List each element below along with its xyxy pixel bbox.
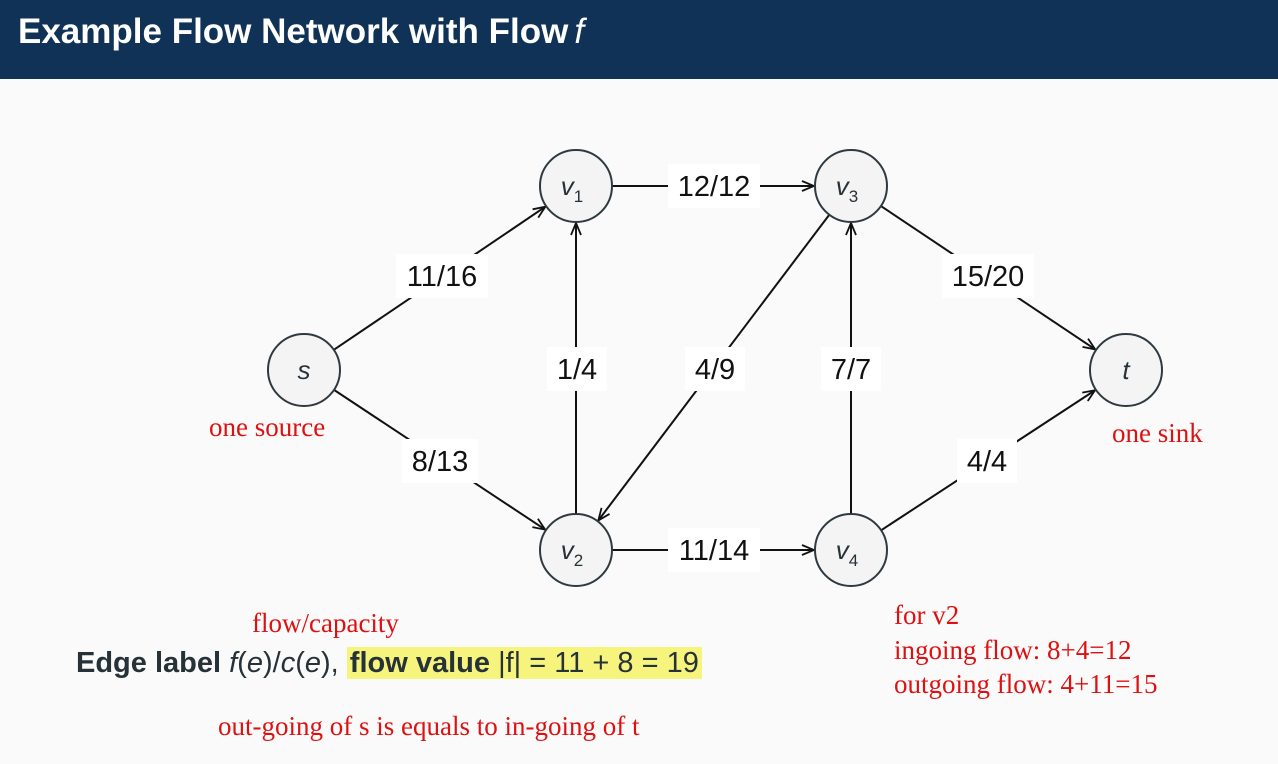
- edge-label-legend: Edge label f(e)/c(e), flow value |f| = 1…: [76, 647, 702, 680]
- edge-label-bg: [821, 347, 881, 391]
- edge-label-text: 11/14: [679, 535, 749, 567]
- edge-label-formula: f(e)/c(e),: [229, 647, 339, 679]
- flow-value-highlight: flow value |f| = 11 + 8 = 19: [346, 647, 702, 679]
- edge-label-text: 4/4: [967, 446, 1007, 478]
- edge-label-text: 8/13: [412, 446, 468, 478]
- edge-label-v2-v4: 11/14: [668, 528, 760, 572]
- edge-label-v4-t: 4/4: [957, 439, 1017, 483]
- edge-label-text: 1/4: [557, 354, 597, 386]
- edge-label-text: 15/20: [952, 261, 1025, 293]
- edge-label-s-v1: 11/16: [396, 254, 488, 298]
- v2-ingoing-note: ingoing flow: 8+4=12: [894, 635, 1132, 665]
- edge-label-v3-v2: 4/9: [685, 347, 745, 391]
- edge-label-bg: [668, 164, 760, 208]
- conservation-note: out-going of s is equals to in-going of …: [218, 711, 640, 741]
- node-circle: [539, 149, 613, 223]
- edge-label-v3-t: 15/20: [942, 254, 1034, 298]
- edge-label-v4-v3: 7/7: [821, 347, 881, 391]
- edge-label-bg: [547, 347, 607, 391]
- node-s: s: [267, 333, 341, 407]
- edge-label-v1-v3: 12/12: [668, 164, 760, 208]
- edge-label-bg: [402, 439, 478, 483]
- edge-label-v2-v1: 1/4: [547, 347, 607, 391]
- edge-label-text: 7/7: [831, 354, 871, 386]
- edge-label-term: Edge label: [76, 647, 222, 679]
- node-circle: [1089, 333, 1163, 407]
- source-note: one source: [209, 412, 326, 442]
- node-circle: [814, 513, 888, 587]
- node-t: t: [1089, 333, 1163, 407]
- edge-label-bg: [396, 254, 488, 298]
- v2-outgoing-note: outgoing flow: 4+11=15: [894, 669, 1158, 699]
- edge-label-bg: [942, 254, 1034, 298]
- sink-note: one sink: [1112, 418, 1203, 448]
- edge-label-text: 12/12: [678, 171, 751, 203]
- node-v4: v4: [814, 513, 888, 587]
- flow-capacity-note: flow/capacity: [252, 608, 399, 638]
- edge-label-bg: [957, 439, 1017, 483]
- edge-label-text: 11/16: [407, 261, 477, 293]
- node-v3: v3: [814, 149, 888, 223]
- edge-label-bg: [668, 528, 760, 572]
- node-label: s: [298, 355, 311, 385]
- node-v2: v2: [539, 513, 613, 587]
- edge-label-bg: [685, 347, 745, 391]
- node-circle: [539, 513, 613, 587]
- edge-label-s-v2: 8/13: [402, 439, 478, 483]
- node-label: t: [1122, 355, 1131, 385]
- edge-label-text: 4/9: [695, 354, 735, 386]
- v2-note-title: for v2: [894, 600, 960, 630]
- node-circle: [814, 149, 888, 223]
- node-v1: v1: [539, 149, 613, 223]
- node-circle: [267, 333, 341, 407]
